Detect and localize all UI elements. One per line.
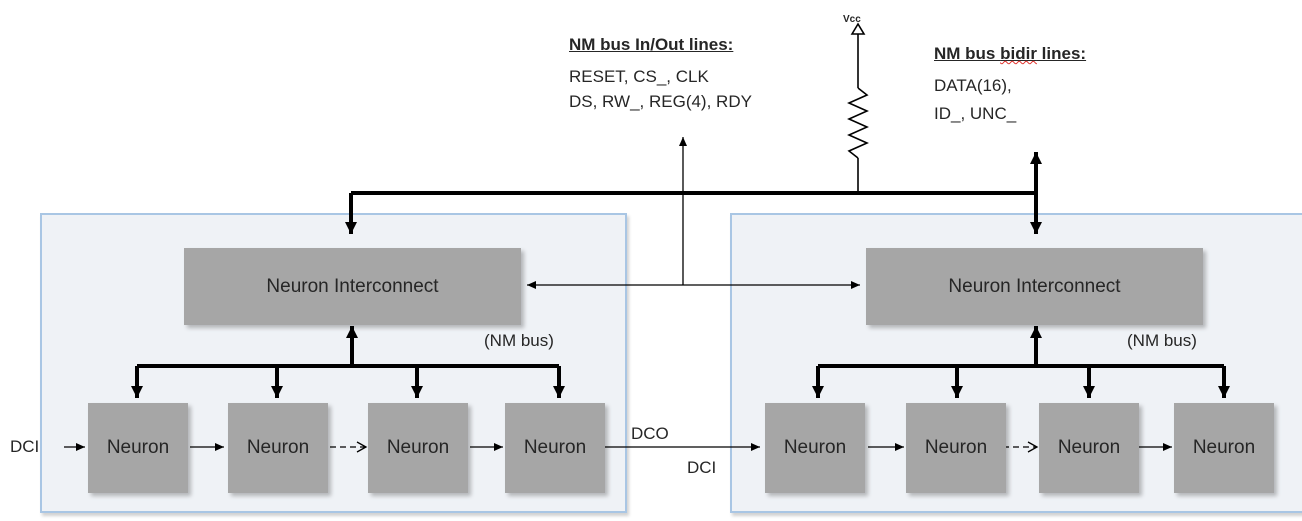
neuron-label: Neuron <box>106 437 170 458</box>
nm-bus-main <box>345 152 1042 234</box>
neuron-interconnect-right: Neuron Interconnect <box>866 248 1203 325</box>
vcc-pullup-resistor <box>847 22 869 193</box>
neuron-label: Neuron <box>783 437 847 458</box>
interconnect-label: Neuron Interconnect <box>266 275 439 297</box>
dci-link-label: DCI <box>687 458 717 477</box>
bidir-title-part: lines: <box>1036 44 1087 63</box>
bidir-title-part: NM bus <box>934 44 1001 63</box>
nm-bus-label-right: (NM bus) <box>1127 331 1197 350</box>
dci-input-label: DCI <box>10 437 40 456</box>
neuron-block: Neuron <box>228 403 328 493</box>
neuron-label: Neuron <box>1057 437 1121 458</box>
neuron-block: Neuron <box>1174 403 1274 493</box>
io-lines-line2: DS, RW_, REG(4), RDY <box>569 92 752 111</box>
neuron-interconnect-left: Neuron Interconnect <box>184 248 521 325</box>
neuron-block: Neuron <box>906 403 1006 493</box>
neuron-label: Neuron <box>924 437 988 458</box>
vcc-label: Vcc <box>843 14 861 25</box>
bidir-title-word: bidir <box>1000 44 1037 63</box>
io-lines-line1: RESET, CS_, CLK <box>569 67 709 86</box>
interconnect-label: Neuron Interconnect <box>948 275 1121 297</box>
bidir-lines-line1: DATA(16), <box>934 76 1012 95</box>
nm-bus-label-left: (NM bus) <box>484 331 554 350</box>
dco-label: DCO <box>631 424 669 443</box>
neuron-block: Neuron <box>505 403 605 493</box>
neuron-label: Neuron <box>523 437 587 458</box>
nm-bus-io-lines <box>527 137 860 289</box>
neuron-label: Neuron <box>386 437 450 458</box>
chip-left-internal-bus <box>131 326 565 398</box>
io-lines-title: NM bus In/Out lines: <box>569 35 734 54</box>
neuron-block: Neuron <box>88 403 188 493</box>
neuron-block: Neuron <box>765 403 865 493</box>
chip-right-internal-bus <box>812 326 1230 398</box>
bidir-lines-title: NM bus bidir lines: <box>934 43 1086 65</box>
neuron-block: Neuron <box>1039 403 1139 493</box>
neuron-block: Neuron <box>368 403 468 493</box>
bidir-lines-line2: ID_, UNC_ <box>934 104 1017 123</box>
neuron-label: Neuron <box>1192 437 1256 458</box>
neuron-label: Neuron <box>246 437 310 458</box>
